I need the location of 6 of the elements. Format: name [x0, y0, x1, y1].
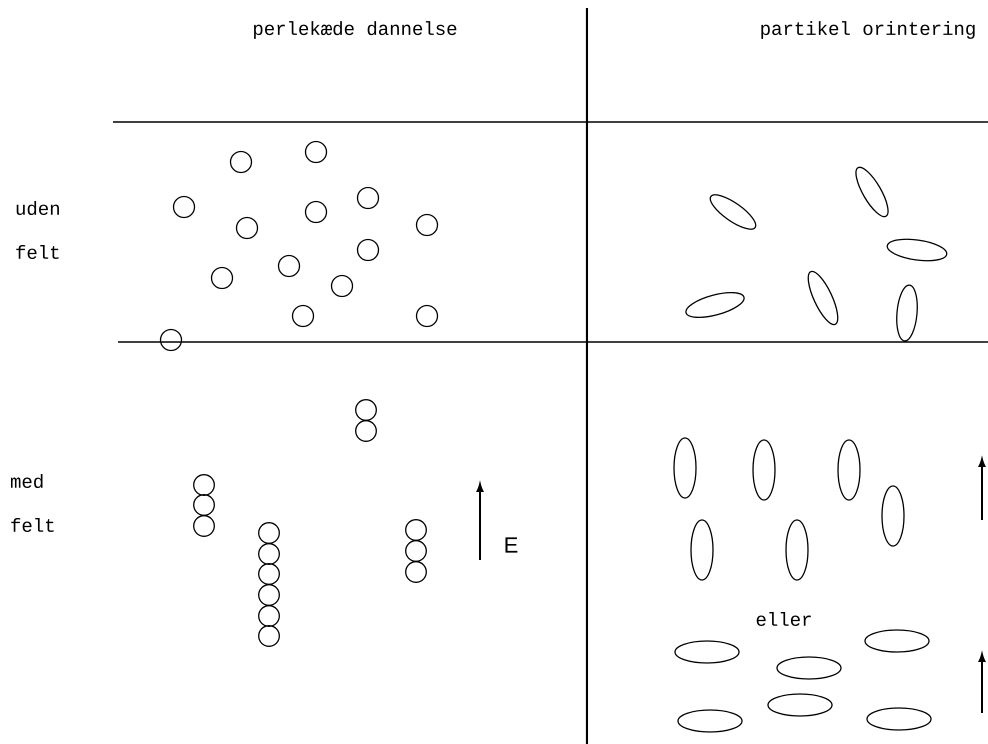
field-label: E — [505, 537, 518, 553]
text-label: eller — [756, 612, 811, 626]
row-label: med felt — [10, 474, 54, 532]
column-heading: partikel orintering — [761, 21, 975, 39]
column-heading: perlekæde dannelse — [254, 21, 456, 39]
row-label: uden felt — [16, 201, 59, 259]
